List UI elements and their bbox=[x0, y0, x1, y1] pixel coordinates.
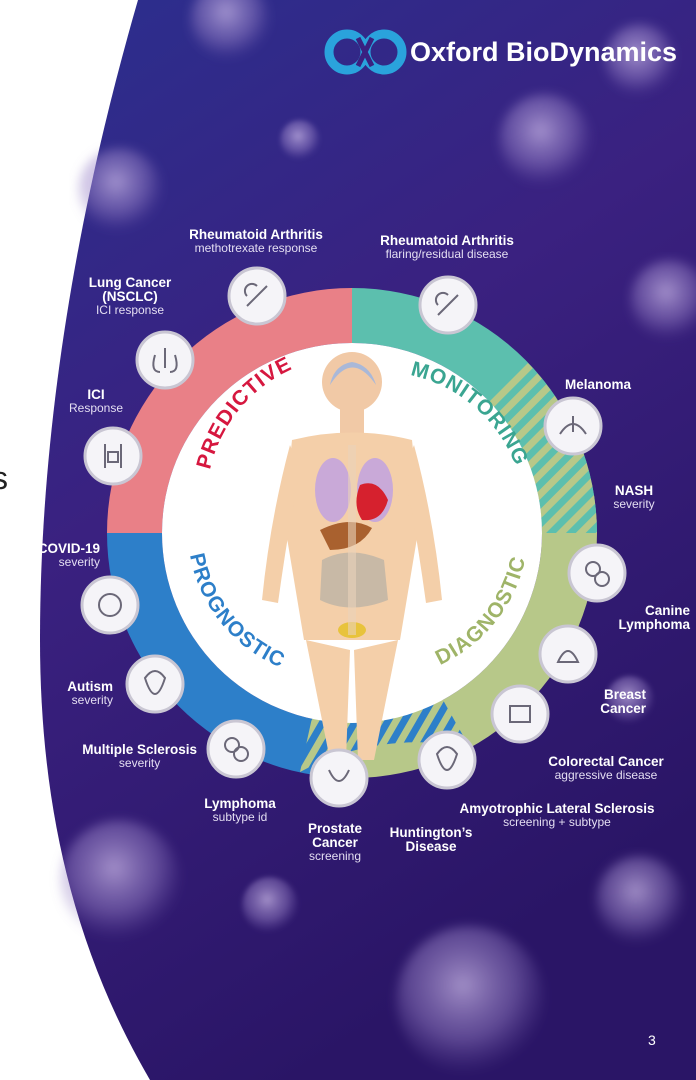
brand-name: Oxford BioDynamics bbox=[410, 37, 678, 67]
label-als: Amyotrophic Lateral Sclerosis screening … bbox=[459, 801, 655, 830]
condition-title: Amyotrophic Lateral Sclerosis bbox=[459, 801, 655, 816]
label-nash: NASH severity bbox=[613, 483, 655, 512]
condition-subtitle: methotrexate response bbox=[194, 241, 318, 256]
condition-subtitle: screening bbox=[308, 849, 362, 864]
blurred-cells bbox=[60, 0, 696, 1074]
condition-title: Huntington’s Disease bbox=[389, 825, 473, 855]
condition-title: Prostate Cancer bbox=[307, 821, 363, 851]
condition-title: Canine Lymphoma bbox=[618, 603, 690, 633]
label-colorectal-cancer: Colorectal Cancer aggressive disease bbox=[548, 754, 664, 783]
prostate-icon bbox=[309, 748, 369, 808]
condition-title: Lymphoma bbox=[204, 796, 276, 811]
segment-prognostic bbox=[107, 533, 352, 778]
condition-title: COVID-19 bbox=[37, 541, 100, 556]
condition-title: Colorectal Cancer bbox=[548, 754, 664, 769]
condition-title: Rheumatoid Arthritis bbox=[189, 227, 323, 242]
intestine-icon bbox=[490, 684, 550, 744]
label-prostate-cancer: Prostate Cancer screening bbox=[307, 821, 363, 864]
condition-subtitle: flaring/residual disease bbox=[385, 247, 509, 262]
brain-icon bbox=[417, 730, 477, 790]
condition-title: Multiple Sclerosis bbox=[82, 742, 197, 757]
condition-title: ICI bbox=[87, 387, 105, 402]
condition-subtitle: Response bbox=[68, 401, 124, 416]
condition-title: Melanoma bbox=[565, 377, 632, 392]
label-multiple-sclerosis: Multiple Sclerosis severity bbox=[82, 742, 197, 771]
label-lung-cancer: Lung Cancer (NSCLC) ICI response bbox=[88, 275, 172, 318]
page-number: 3 bbox=[648, 1032, 656, 1048]
iv-drip-icon bbox=[83, 426, 143, 486]
condition-subtitle: ICI response bbox=[95, 303, 165, 318]
label-melanoma: Melanoma bbox=[565, 377, 632, 392]
oxford-logo-icon bbox=[324, 29, 407, 75]
label-huntingtons: Huntington’s Disease bbox=[389, 825, 473, 855]
label-breast-cancer: Breast Cancer bbox=[600, 687, 646, 717]
label-ra-methotrexate: Rheumatoid Arthritis methotrexate respon… bbox=[189, 227, 323, 256]
body-illustration bbox=[262, 352, 442, 760]
cut-off-text: s bbox=[0, 460, 8, 496]
condition-subtitle: severity bbox=[118, 756, 161, 771]
label-covid: COVID-19 severity bbox=[37, 541, 100, 570]
label-canine-lymphoma: Canine Lymphoma bbox=[618, 603, 690, 633]
condition-title: Autism bbox=[67, 679, 113, 694]
breast-icon bbox=[538, 624, 598, 684]
condition-subtitle: screening + subtype bbox=[503, 815, 611, 830]
segment-predictive bbox=[107, 288, 352, 533]
virus-icon bbox=[80, 575, 140, 635]
label-autism: Autism severity bbox=[67, 679, 113, 708]
icon-glyphs bbox=[98, 282, 610, 782]
condition-title: Breast Cancer bbox=[600, 687, 646, 717]
condition-title: Lung Cancer (NSCLC) bbox=[88, 275, 172, 305]
condition-title: NASH bbox=[614, 483, 654, 498]
condition-subtitle: severity bbox=[71, 693, 113, 708]
label-ra-flaring: Rheumatoid Arthritis flaring/residual di… bbox=[380, 233, 514, 262]
condition-subtitle: severity bbox=[613, 497, 655, 512]
segment-monitoring-stripes bbox=[486, 360, 597, 533]
condition-subtitle: subtype id bbox=[212, 810, 268, 825]
condition-subtitle: aggressive disease bbox=[554, 768, 658, 783]
brain-icon bbox=[125, 654, 185, 714]
label-ici: ICI Response bbox=[68, 387, 124, 416]
condition-subtitle: severity bbox=[58, 555, 100, 570]
condition-title: Rheumatoid Arthritis bbox=[380, 233, 514, 248]
label-lymphoma: Lymphoma subtype id bbox=[204, 796, 276, 825]
